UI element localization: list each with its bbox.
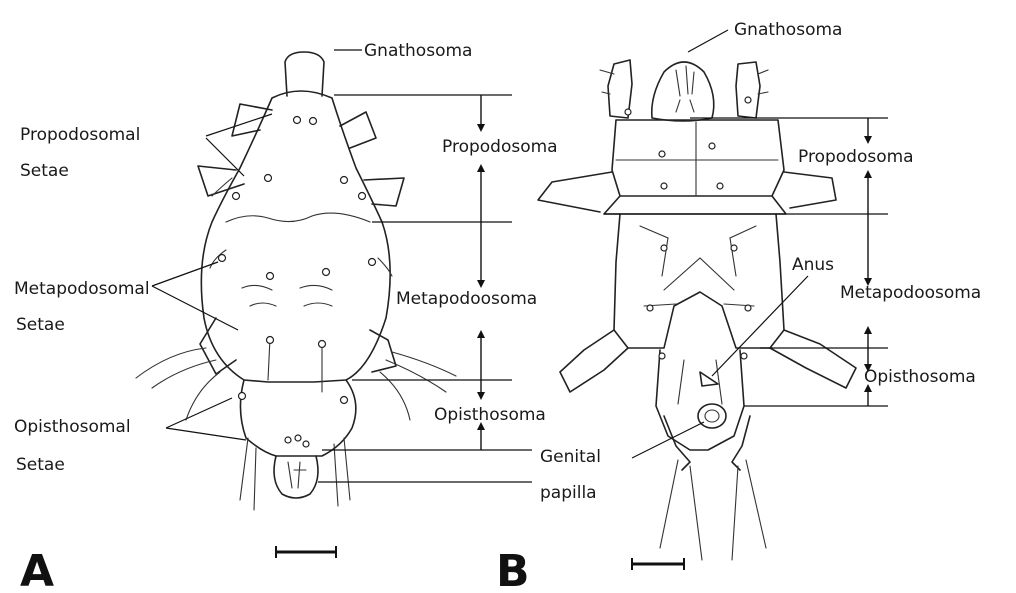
b-palp-right	[736, 62, 760, 118]
b-opisthosoma-outline	[656, 350, 744, 450]
b-label-gnathosoma: Gnathosoma	[734, 20, 842, 40]
a-label-metapodosomal-setae-line2: Setae	[16, 315, 65, 335]
a-gnathosoma-shape	[285, 52, 324, 96]
a-opisthosoma-shape	[240, 380, 355, 456]
a-label-genital-papilla-line2: papilla	[540, 483, 597, 503]
a-leg-1-left	[232, 104, 272, 136]
b-leg-1-left	[538, 172, 612, 212]
a-genital-papilla-shape	[274, 456, 318, 498]
b-leg-3-left	[560, 330, 628, 392]
b-label-metapodosoma: Metapodoosoma	[840, 283, 981, 303]
a-leg-2-left	[198, 166, 244, 196]
a-label-opisthosomal-setae-line2: Setae	[16, 455, 65, 475]
panel-a-letter: A	[20, 546, 54, 588]
a-label-propodosomal-setae-line2: Setae	[20, 161, 69, 181]
b-leg-1-right	[784, 172, 836, 208]
a-label-opisthosoma: Opisthosoma	[434, 405, 546, 425]
a-label-metapodosomal-setae-line1: Metapodosomal	[14, 279, 150, 299]
a-leg-1-right	[340, 112, 376, 148]
a-body-outline	[201, 91, 390, 382]
b-genital-papilla-shape	[698, 404, 726, 428]
a-leg-3-right	[370, 330, 396, 372]
panel-b-letter: B	[496, 546, 530, 588]
b-label-propodosoma: Propodosoma	[798, 147, 914, 167]
panel-b-leaders	[604, 30, 888, 458]
b-anus-shape	[700, 372, 718, 386]
a-division-line	[226, 213, 370, 222]
a-label-propodosomal-setae-line1: Propodosomal	[20, 125, 140, 145]
a-label-opisthosomal-setae-line1: Opisthosomal	[14, 417, 131, 437]
a-label-metapodosoma: Metapodoosoma	[396, 289, 537, 309]
a-label-gnathosoma: Gnathosoma	[364, 41, 472, 61]
a-label-genital-papilla-line1: Genital	[540, 447, 601, 467]
b-propodosoma-plate	[612, 120, 784, 196]
b-label-anus: Anus	[792, 255, 834, 275]
a-leg-2-right	[364, 178, 404, 206]
b-label-opisthosoma: Opisthosoma	[864, 367, 976, 387]
b-gnathosoma-shape	[652, 62, 714, 121]
a-label-propodosoma: Propodosoma	[442, 137, 558, 157]
b-leg-3-right	[770, 330, 856, 388]
